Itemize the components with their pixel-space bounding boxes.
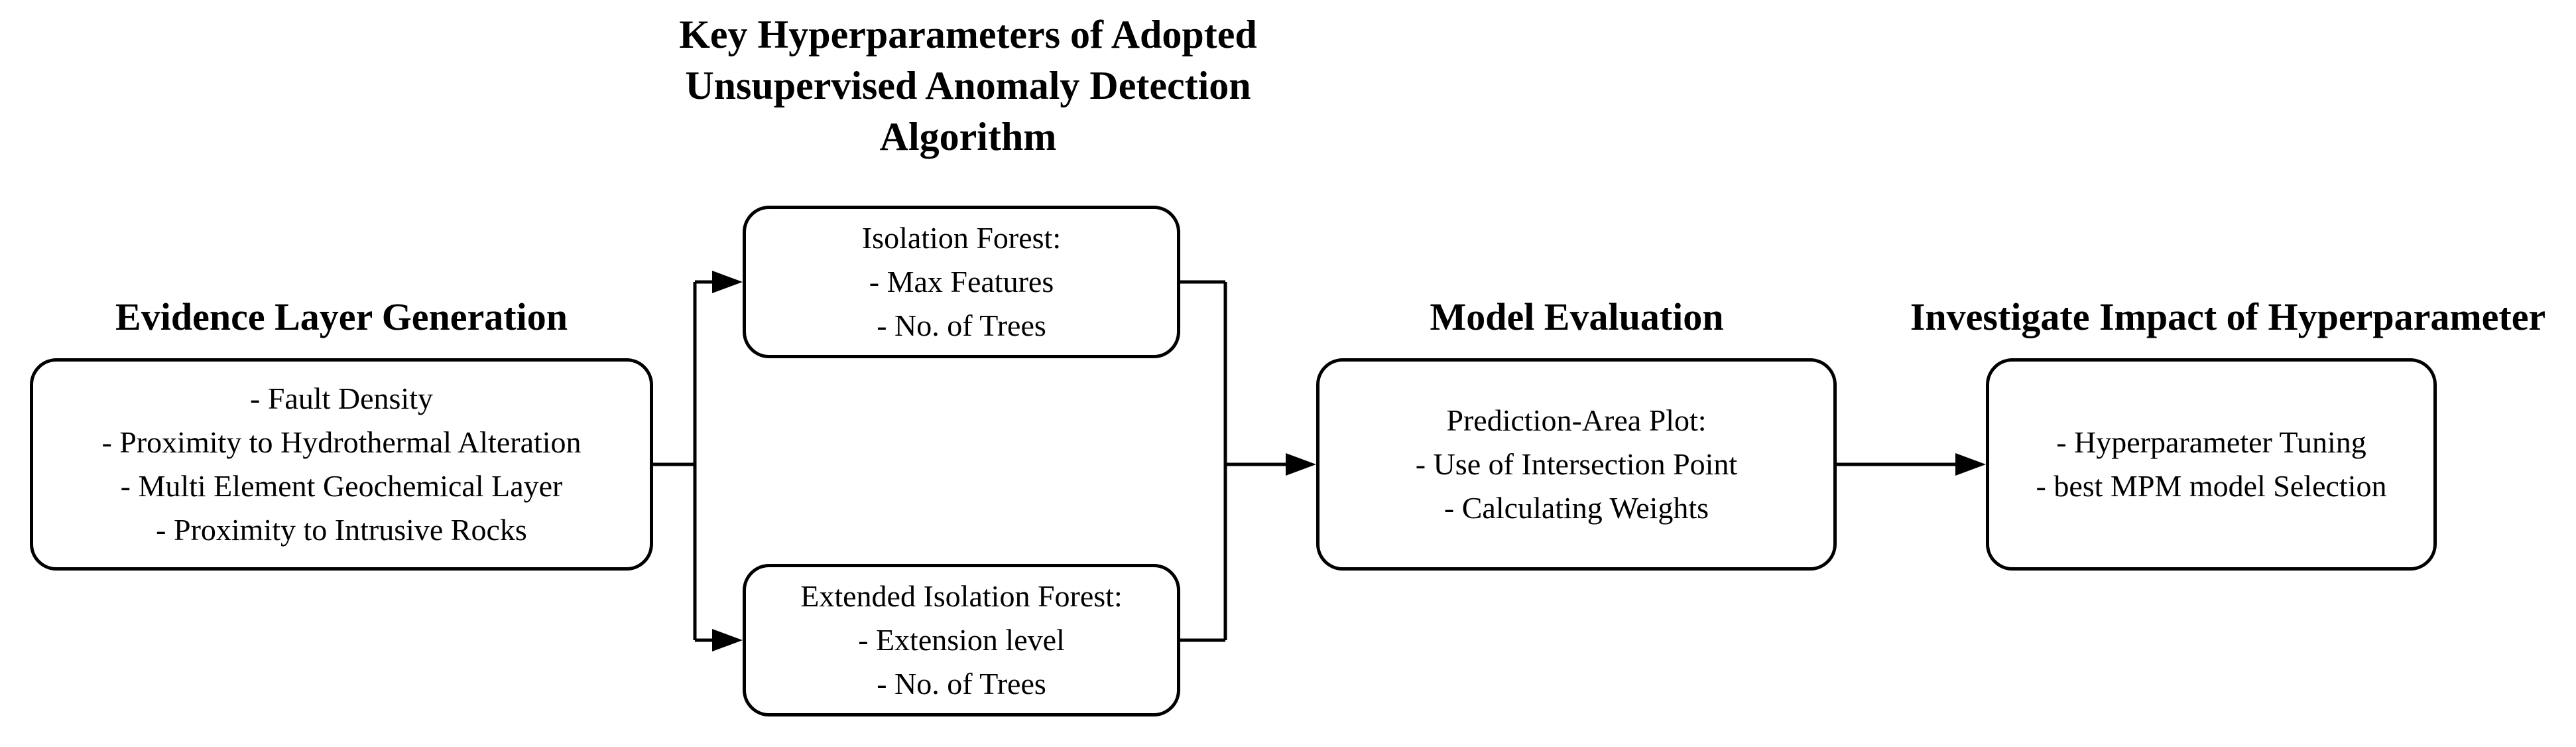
- investigate-item: - best MPM model Selection: [2036, 469, 2387, 503]
- prediction-area-box: Prediction-Area Plot: - Use of Intersect…: [1316, 358, 1837, 571]
- evidence-item: - Multi Element Geochemical Layer: [120, 469, 563, 503]
- isolation-forest-title: Isolation Forest:: [861, 221, 1062, 255]
- investigate-box: - Hyperparameter Tuning - best MPM model…: [1986, 358, 2437, 571]
- extended-isolation-forest-title: Extended Isolation Forest:: [800, 579, 1123, 613]
- heading-model-evaluation: Model Evaluation: [1430, 295, 1724, 338]
- heading-key-hyperparameters: Key Hyperparameters of Adopted Unsupervi…: [679, 9, 1257, 163]
- heading-key-hyperparameters-line3: Algorithm: [879, 115, 1057, 159]
- extended-isolation-forest-item: - Extension level: [858, 623, 1065, 657]
- extended-isolation-forest-item: - No. of Trees: [877, 667, 1046, 701]
- prediction-area-title: Prediction-Area Plot:: [1446, 403, 1707, 437]
- evidence-item: - Proximity to Hydrothermal Alteration: [101, 425, 582, 459]
- prediction-area-item: - Use of Intersection Point: [1415, 447, 1738, 481]
- arrowhead-into-if: [712, 271, 743, 293]
- heading-key-hyperparameters-line1: Key Hyperparameters of Adopted: [679, 13, 1257, 56]
- extended-isolation-forest-box: Extended Isolation Forest: - Extension l…: [743, 564, 1180, 716]
- isolation-forest-box: Isolation Forest: - Max Features - No. o…: [743, 206, 1180, 358]
- heading-evidence-layer-generation: Evidence Layer Generation: [115, 295, 568, 338]
- investigate-item: - Hyperparameter Tuning: [2056, 425, 2366, 459]
- isolation-forest-item: - No. of Trees: [877, 308, 1046, 342]
- arrowhead-into-eif: [712, 629, 743, 651]
- arrowhead-into-pa: [1286, 453, 1316, 476]
- evidence-item: - Fault Density: [250, 381, 433, 415]
- isolation-forest-item: - Max Features: [869, 265, 1054, 299]
- arrowhead-into-investigate: [1955, 453, 1986, 476]
- heading-key-hyperparameters-line2: Unsupervised Anomaly Detection: [685, 64, 1251, 107]
- prediction-area-item: - Calculating Weights: [1443, 491, 1709, 525]
- heading-investigate-impact: Investigate Impact of Hyperparameter: [1910, 295, 2546, 338]
- evidence-item: - Proximity to Intrusive Rocks: [156, 513, 527, 547]
- evidence-layer-box: - Fault Density - Proximity to Hydrother…: [30, 358, 653, 571]
